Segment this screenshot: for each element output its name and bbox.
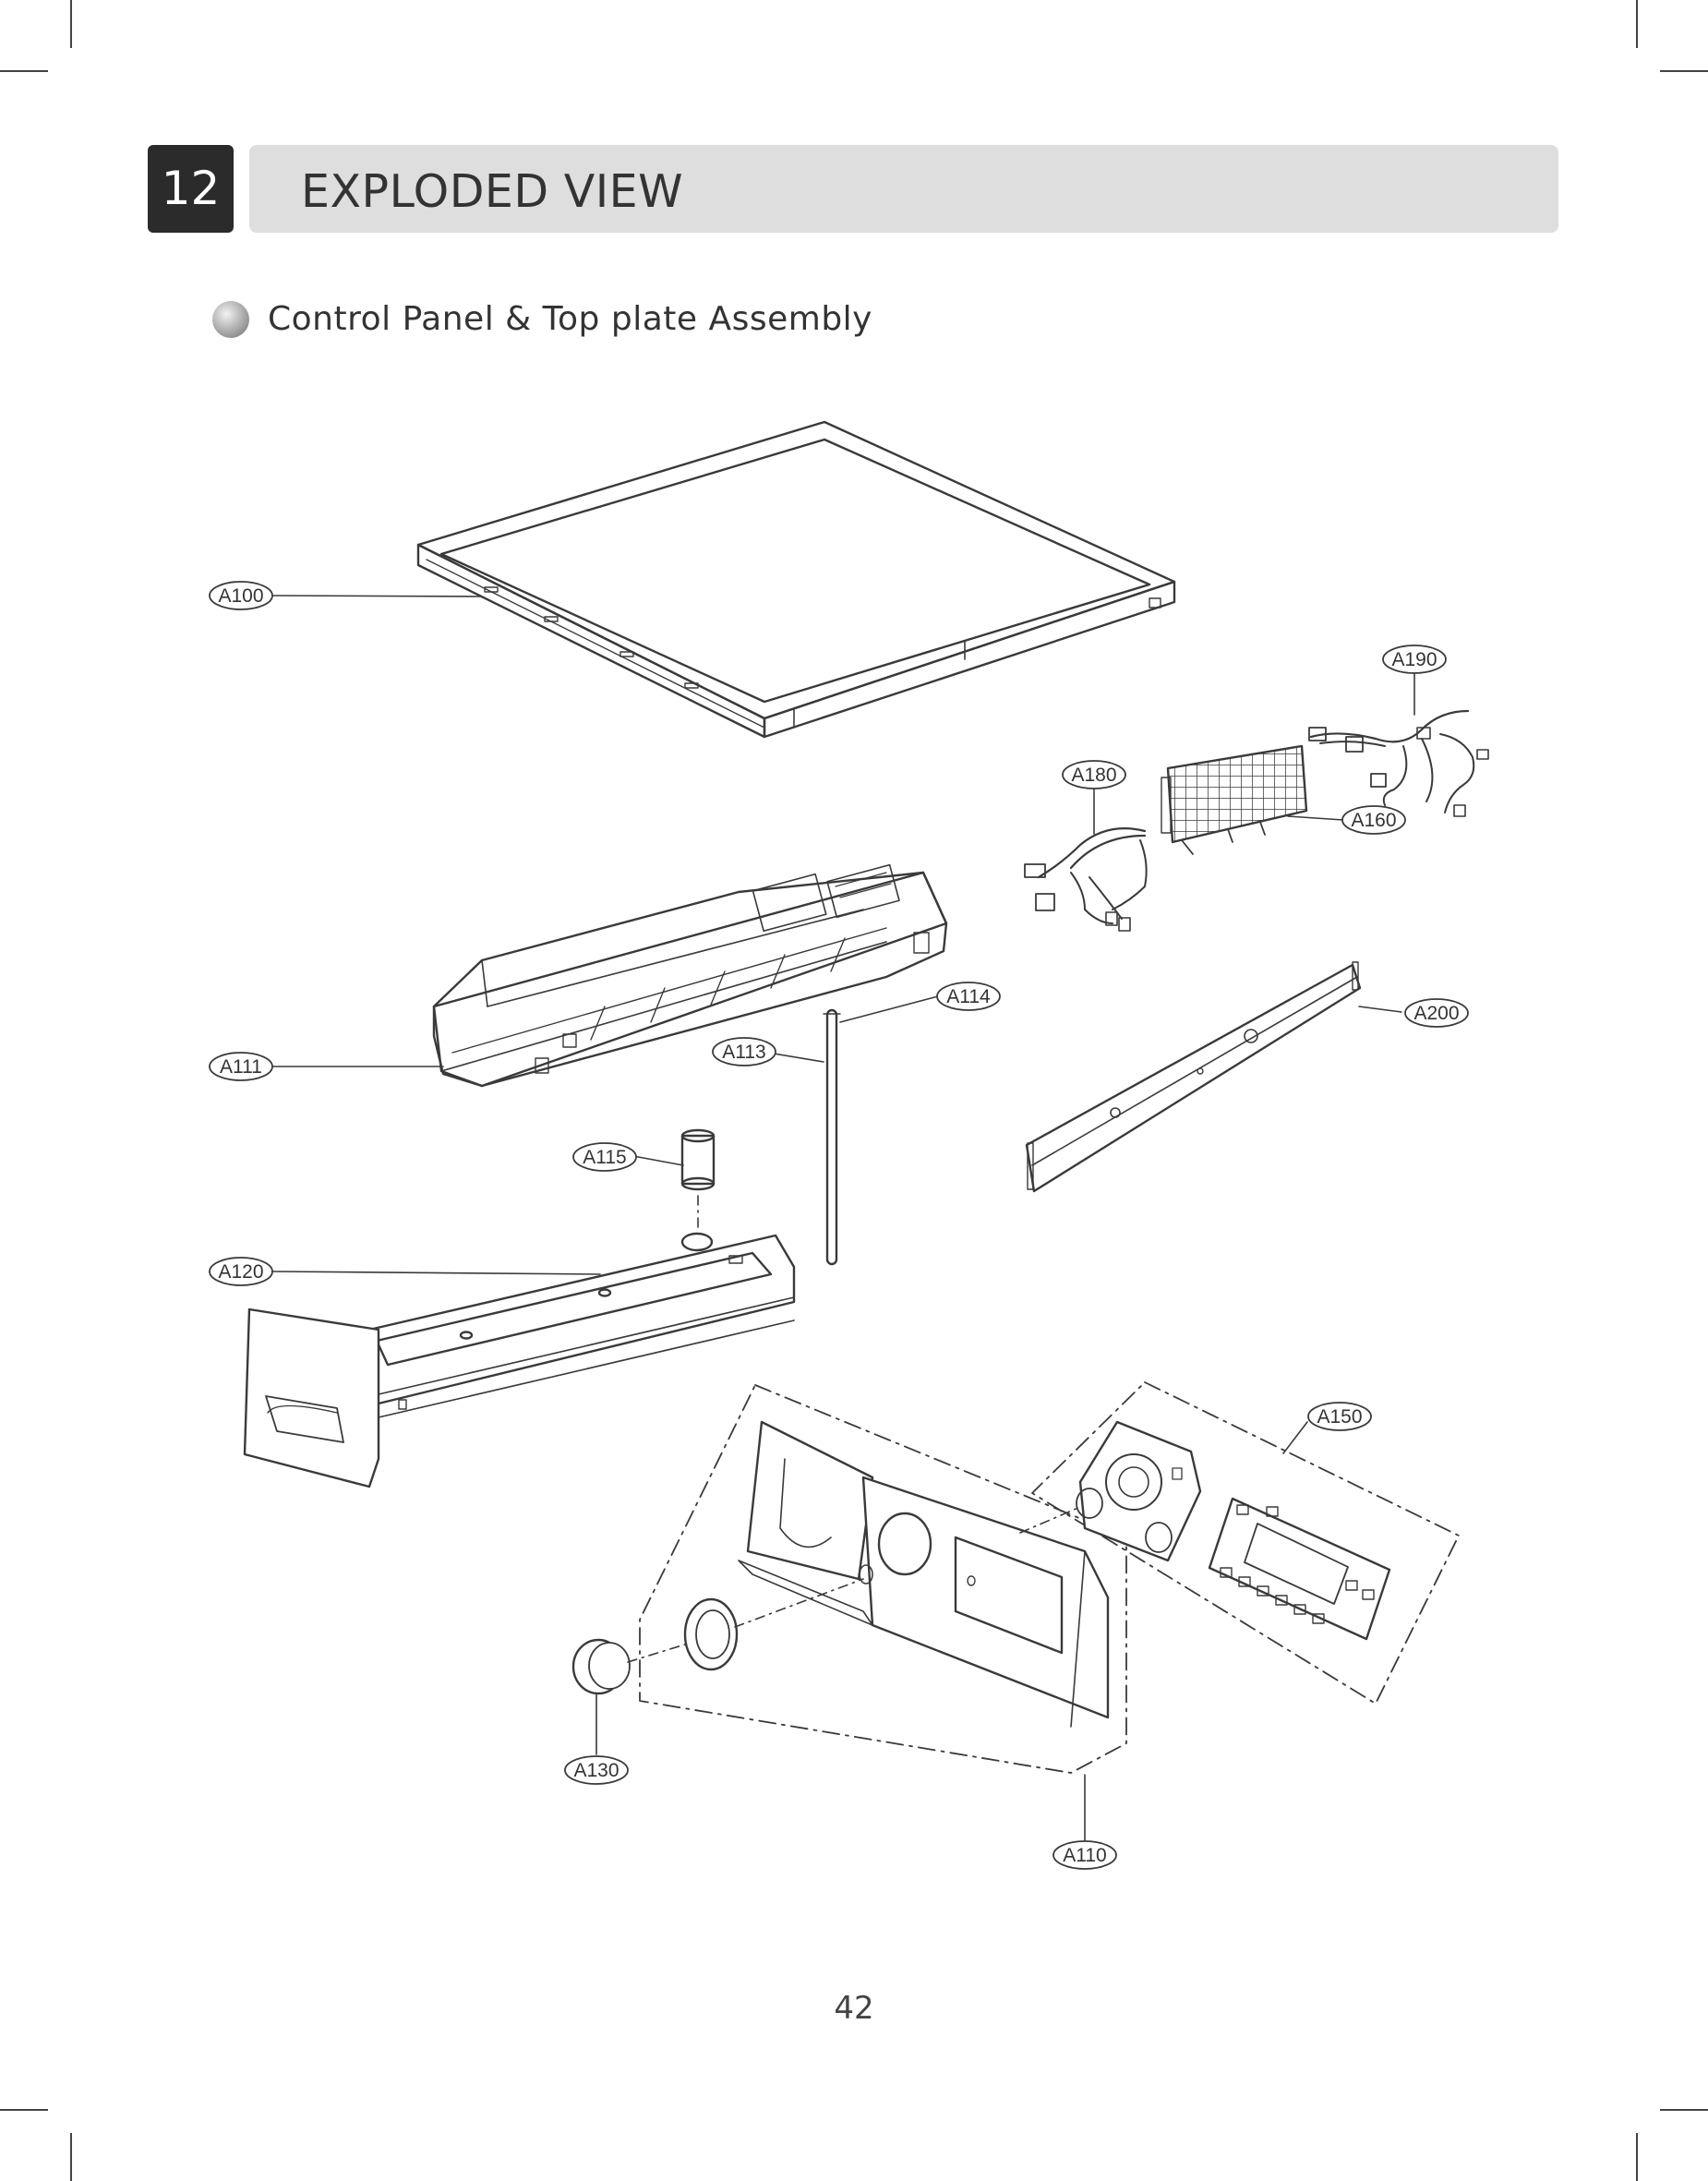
callout-label: A180	[1071, 765, 1116, 786]
bullet-icon	[212, 300, 249, 338]
callout-label: A200	[1413, 1003, 1459, 1024]
callout-label: A115	[583, 1147, 627, 1168]
callout-label: A160	[1351, 810, 1396, 831]
page-number: 42	[834, 1990, 874, 2027]
bracket-bar-part	[1025, 961, 1362, 1193]
callout-label: A120	[218, 1261, 263, 1283]
crop-mark	[1636, 2133, 1638, 2181]
leader-lines	[271, 595, 1415, 1842]
callout-ovals	[209, 581, 1469, 1870]
wire-harness-part	[1024, 827, 1148, 932]
chapter-title: EXPLODED VIEW	[301, 165, 684, 218]
grid-bracket-part	[1161, 744, 1308, 855]
crop-mark	[70, 2133, 72, 2181]
crop-mark	[1636, 0, 1638, 48]
knob-ring-part	[683, 1578, 864, 1671]
callout-label: A113	[722, 1042, 766, 1063]
drawer-housing-part	[432, 863, 948, 1088]
knob-part	[571, 1638, 689, 1695]
crop-mark	[0, 2109, 48, 2111]
control-panel-part	[639, 1384, 1127, 1774]
callout-label: A100	[218, 585, 263, 607]
crop-mark	[1660, 2109, 1708, 2111]
callout-label: A114	[946, 986, 991, 1007]
callout-label: A130	[573, 1760, 619, 1781]
callout-label: A150	[1317, 1406, 1362, 1428]
crop-mark	[0, 70, 48, 72]
pcb-assembly-part	[1019, 1381, 1460, 1705]
callout-label: A190	[1391, 649, 1437, 670]
crop-mark	[70, 0, 72, 48]
chapter-number-badge: 12	[148, 145, 234, 233]
callout-label: A110	[1063, 1845, 1107, 1866]
rod-part	[823, 1008, 841, 1266]
chapter-title-bar: EXPLODED VIEW	[249, 145, 1558, 233]
section-heading: Control Panel & Top plate Assembly	[212, 300, 872, 338]
detergent-drawer-part	[243, 1232, 796, 1488]
section-title: Control Panel & Top plate Assembly	[268, 300, 872, 338]
wire-harness-part	[1308, 709, 1489, 817]
cap-part	[680, 1128, 716, 1234]
top-plate-part	[416, 420, 1176, 739]
callout-label: A111	[220, 1056, 262, 1078]
crop-mark	[1660, 70, 1708, 72]
